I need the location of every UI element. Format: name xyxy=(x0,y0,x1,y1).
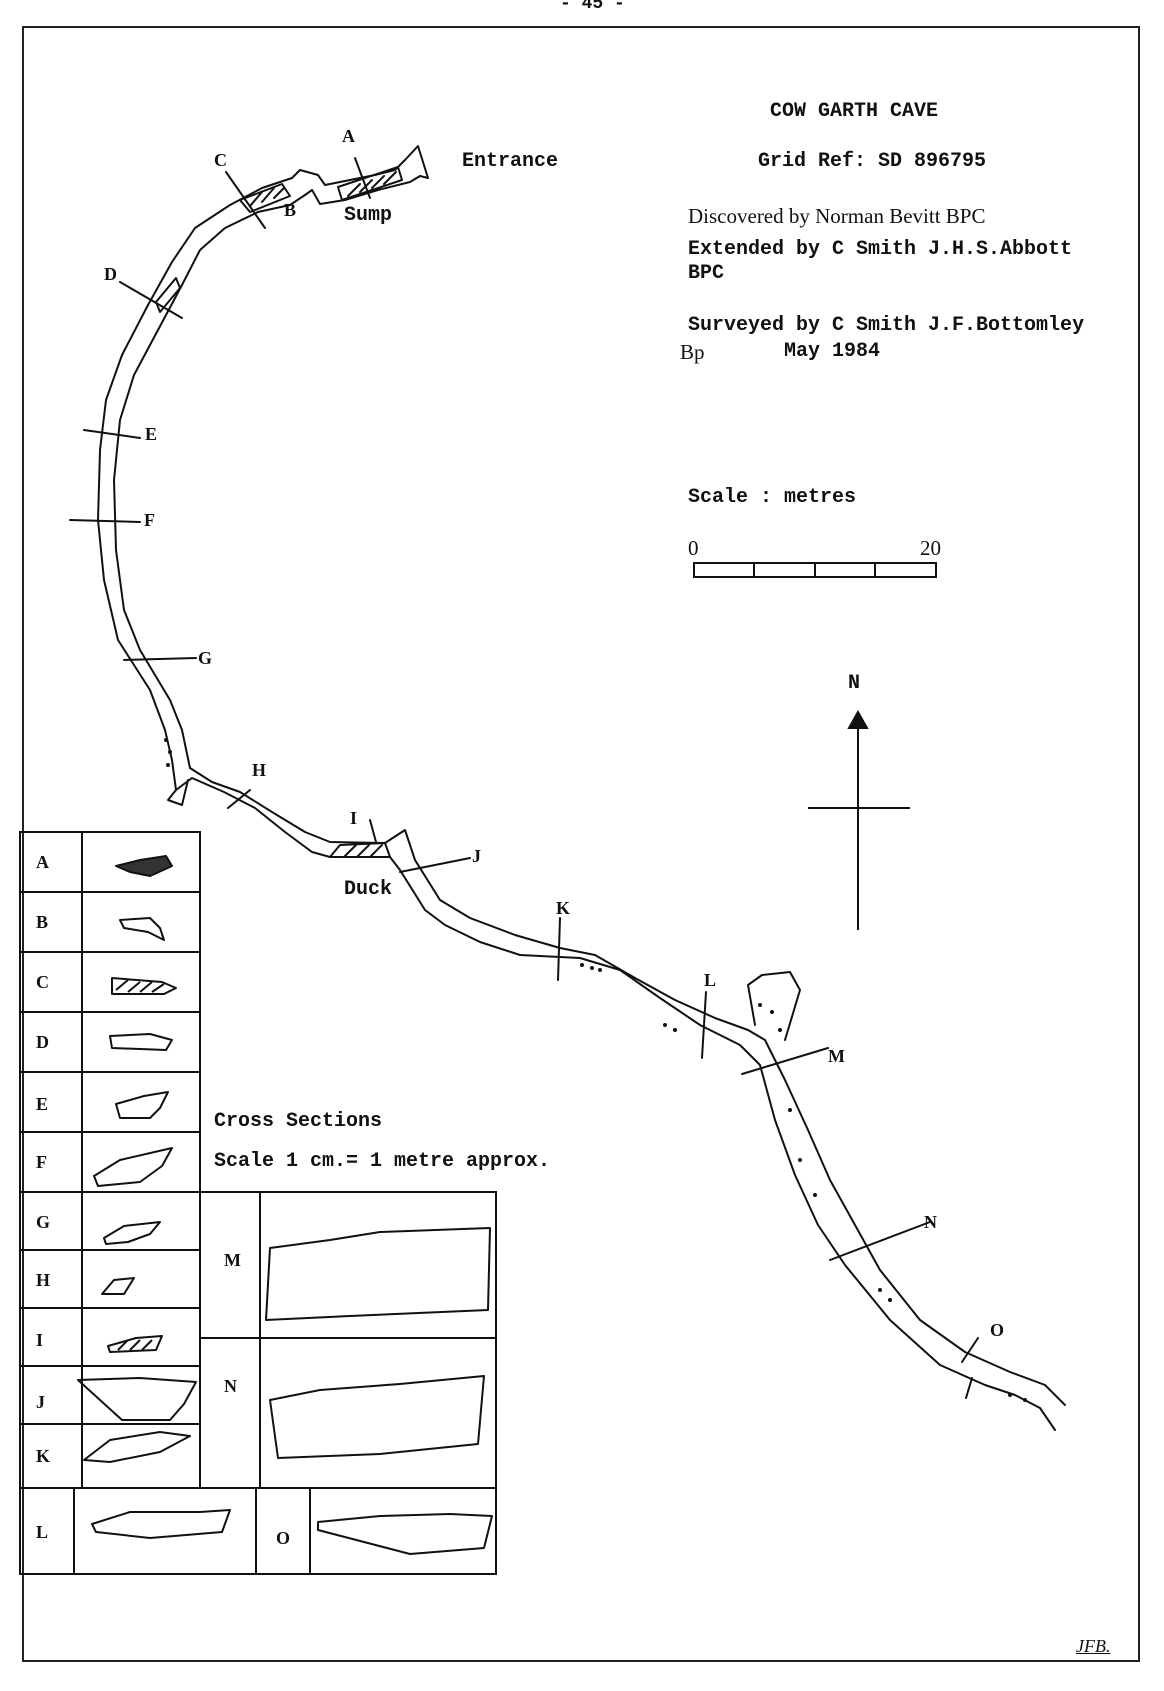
section-label-b: B xyxy=(36,912,49,932)
section-j xyxy=(77,1377,197,1421)
credit-extended-club: BPC xyxy=(688,262,725,285)
credit-discovered: Discovered by Norman Bevitt BPC xyxy=(688,204,986,228)
section-label-i: I xyxy=(36,1330,44,1350)
survey-date: May 1984 xyxy=(784,340,881,363)
c-hatch xyxy=(239,183,291,213)
credit-surveyed: Surveyed by C Smith J.F.Bottomley xyxy=(688,314,1085,337)
scale-start: 0 xyxy=(688,536,699,560)
cross-sections-title: Cross Sections xyxy=(214,1110,383,1133)
section-a xyxy=(115,855,173,877)
section-label-j: J xyxy=(36,1392,45,1412)
station-c: C xyxy=(214,150,227,170)
station-k: K xyxy=(556,898,571,918)
section-label-k: K xyxy=(36,1446,51,1466)
entrance-mouth xyxy=(404,145,429,179)
signature: JFB. xyxy=(1076,1636,1111,1656)
page-number: - 45 - xyxy=(560,0,625,14)
map-frame xyxy=(22,26,1140,1662)
section-c xyxy=(111,977,177,995)
section-label-e: E xyxy=(36,1094,49,1114)
station-d: D xyxy=(104,264,117,284)
cross-sections-scale: Scale 1 cm.= 1 metre approx. xyxy=(214,1150,551,1173)
credit-extended: Extended by C Smith J.H.S.Abbott xyxy=(688,238,1073,261)
section-label-l: L xyxy=(36,1522,49,1542)
map-title: COW GARTH CAVE xyxy=(770,100,939,123)
section-label-g: G xyxy=(36,1212,51,1232)
section-g xyxy=(103,1221,161,1245)
station-g: G xyxy=(198,648,213,668)
entrance-label: Entrance xyxy=(462,150,559,173)
section-n xyxy=(269,1375,485,1459)
section-d xyxy=(109,1033,173,1051)
section-label-d: D xyxy=(36,1032,49,1052)
station-o: O xyxy=(990,1320,1005,1340)
section-label-m: M xyxy=(224,1250,241,1270)
station-i: I xyxy=(350,808,358,828)
section-b xyxy=(119,917,165,941)
station-h: H xyxy=(252,760,267,780)
scale-bar xyxy=(693,562,937,578)
north-label: N xyxy=(848,672,861,695)
station-e: E xyxy=(145,424,158,444)
north-arrow-icon xyxy=(808,709,910,930)
section-f xyxy=(93,1147,173,1187)
d-hatch xyxy=(155,277,181,313)
duck-label: Duck xyxy=(344,878,393,901)
section-label-a: A xyxy=(36,852,49,872)
station-l: L xyxy=(704,970,717,990)
section-label-n: N xyxy=(224,1376,237,1396)
station-a: A xyxy=(342,126,355,146)
sump-hatch xyxy=(337,166,403,201)
section-label-o: O xyxy=(276,1528,291,1548)
station-j: J xyxy=(472,846,481,866)
section-m xyxy=(265,1227,491,1321)
passage-outer-wall xyxy=(97,159,1056,1431)
section-label-h: H xyxy=(36,1270,51,1290)
section-label-c: C xyxy=(36,972,49,992)
section-i xyxy=(107,1335,163,1353)
station-f: F xyxy=(144,510,155,530)
scale-label: Scale : metres xyxy=(688,486,857,509)
grid-reference: Grid Ref: SD 896795 xyxy=(758,150,987,173)
scale-end: 20 xyxy=(920,536,941,560)
section-k xyxy=(83,1431,191,1463)
section-h xyxy=(101,1277,135,1295)
station-m: M xyxy=(828,1046,845,1066)
duck-hatch xyxy=(329,842,391,858)
credit-surveyed-club: Bp xyxy=(680,340,705,364)
sump-label: Sump xyxy=(344,204,393,227)
passage-inner-wall xyxy=(113,175,1066,1406)
section-o xyxy=(317,1513,493,1555)
section-l xyxy=(91,1509,231,1539)
section-label-f: F xyxy=(36,1152,47,1172)
section-e xyxy=(115,1091,169,1119)
cross-section-table xyxy=(19,831,497,1575)
